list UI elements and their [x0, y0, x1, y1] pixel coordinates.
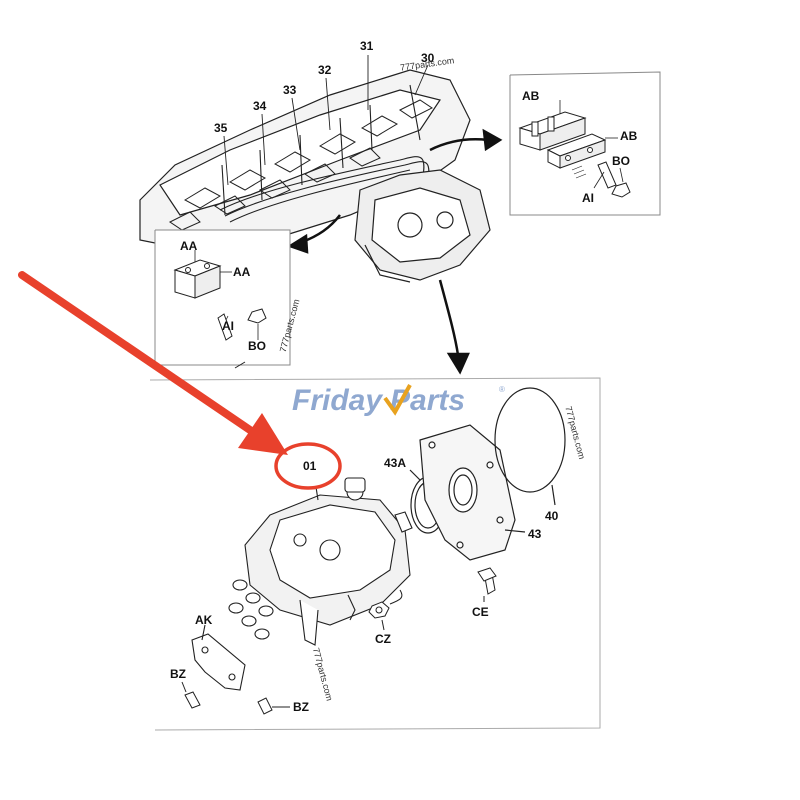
- highlight-circle: [274, 442, 342, 490]
- callout-ai-ab: AI: [582, 191, 594, 205]
- bracket-ak: [191, 624, 246, 691]
- callout-34: 34: [253, 99, 267, 113]
- callout-bo-ab: BO: [612, 154, 630, 168]
- detail-box-ab: AB AB BO AI: [509, 71, 661, 216]
- watermark-right: 777parts.com: [563, 405, 587, 460]
- callout-31: 31: [360, 39, 374, 53]
- callout-33: 33: [283, 83, 297, 97]
- engine-cylinder-head-illustration: [139, 55, 491, 283]
- nut-cz: [368, 589, 403, 631]
- callout-40: 40: [545, 509, 559, 523]
- bolt-bz-1: [181, 681, 201, 709]
- callout-bz-2: BZ: [293, 700, 309, 714]
- callout-43: 43: [528, 527, 542, 541]
- watermark-bottom: 777parts.com: [311, 647, 335, 702]
- callout-43a: 43A: [384, 456, 406, 470]
- callout-cz: CZ: [375, 632, 391, 646]
- pump-detail-frame: [149, 377, 601, 731]
- callout-ai-aa: AI: [222, 319, 234, 333]
- mounting-flange-43: [419, 424, 526, 561]
- callout-ab-1: AB: [522, 89, 540, 103]
- detail-box-aa: AA AA AI BO 777parts.com: [154, 229, 301, 369]
- callout-bz-1: BZ: [170, 667, 186, 681]
- o-ring-40: [494, 387, 566, 506]
- callout-35: 35: [214, 121, 228, 135]
- callout-30: 30: [421, 51, 435, 65]
- callout-01: 01: [303, 459, 317, 473]
- callout-aa-1: AA: [180, 239, 198, 253]
- injection-pump-illustration: [228, 477, 413, 646]
- brand-check-icon: [383, 384, 412, 416]
- callout-ak: AK: [195, 613, 213, 627]
- red-pointer-arrow: [18, 271, 288, 455]
- brand-registered-mark: ®: [499, 385, 505, 394]
- callout-aa-2: AA: [233, 265, 251, 279]
- bolt-ce: [477, 567, 497, 602]
- callout-ce: CE: [472, 605, 489, 619]
- callout-bo-aa: BO: [248, 339, 266, 353]
- callout-32: 32: [318, 63, 332, 77]
- callout-ab-2: AB: [620, 129, 638, 143]
- detail-arrows: [287, 128, 503, 375]
- bolt-bz-2: [257, 697, 290, 715]
- brand-friday-text: Friday: [292, 384, 383, 417]
